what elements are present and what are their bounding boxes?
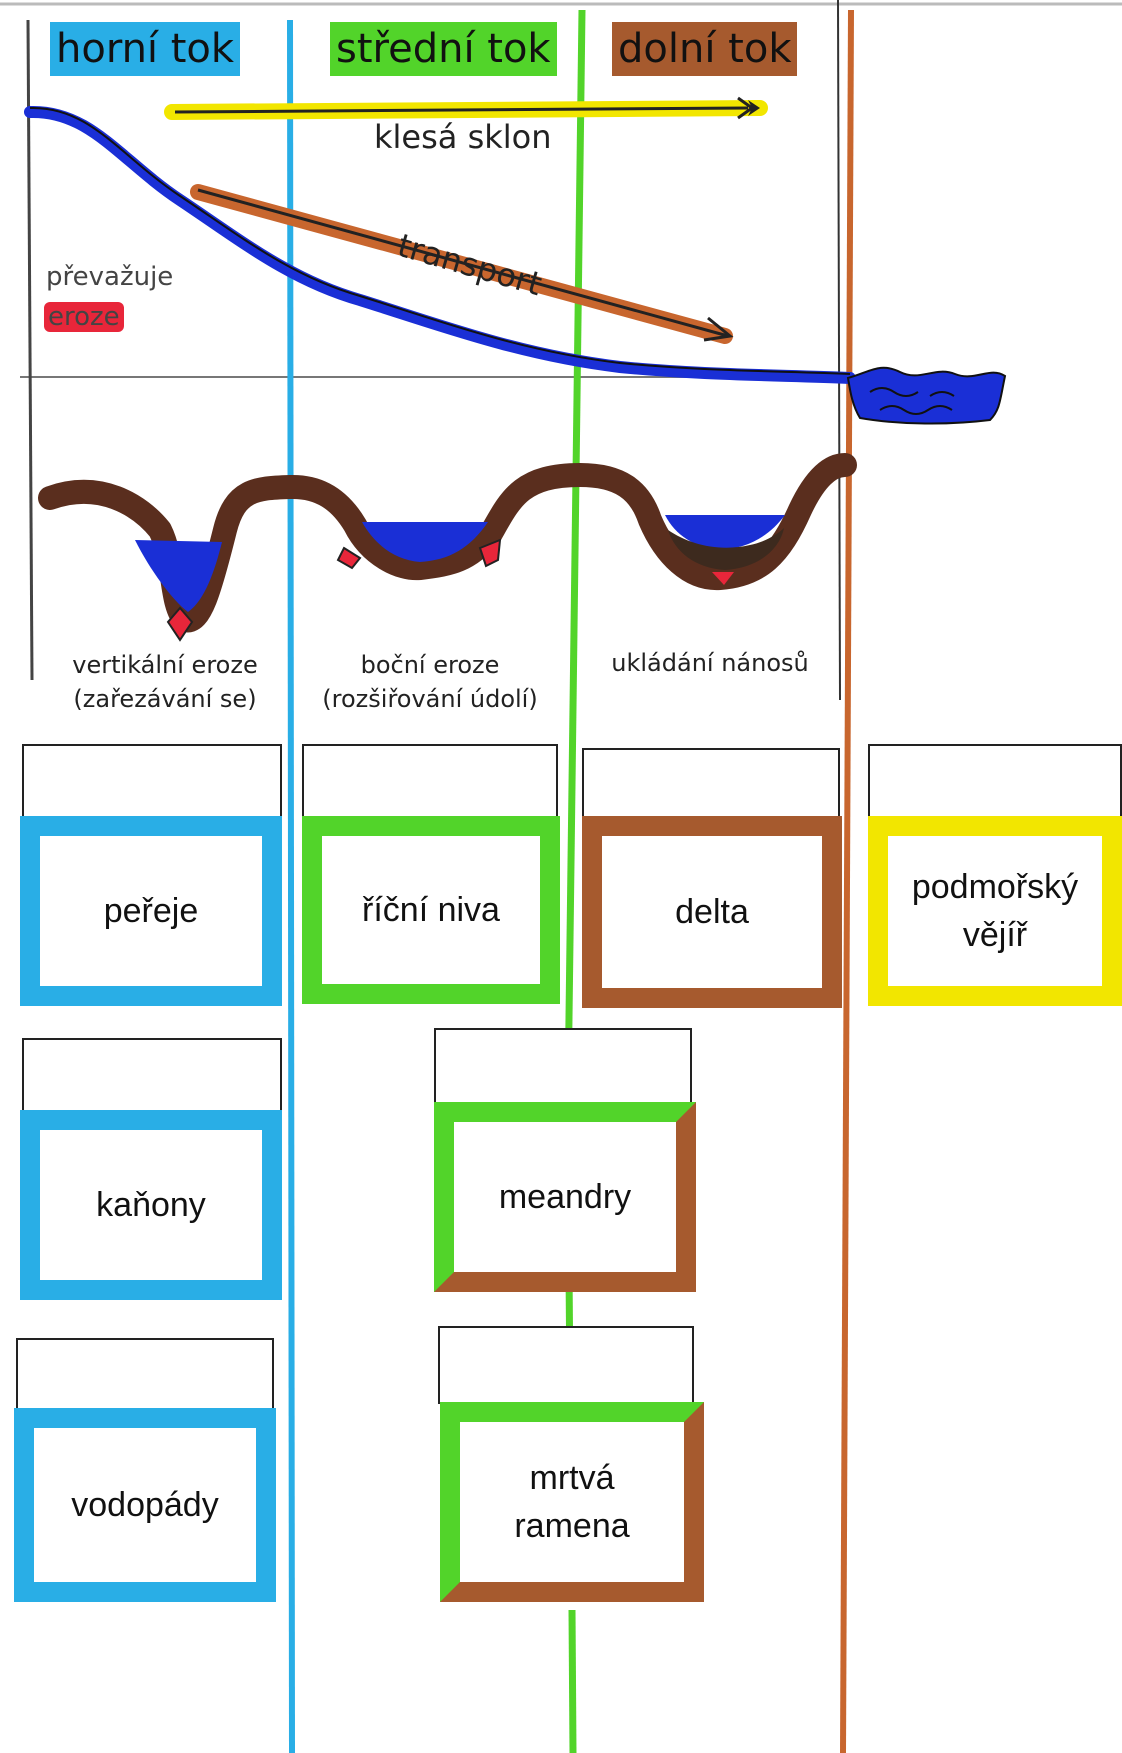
river-profile — [24, 105, 856, 384]
caption-vertical-erosion-line2: (zařezávání se) — [73, 685, 257, 713]
card-meandry: meandry — [434, 1102, 696, 1292]
card-tab-kanony — [22, 1038, 282, 1110]
lower-valley-water — [665, 515, 785, 550]
divider-upper-middle — [287, 19, 295, 1753]
vertical-erosion-marker — [166, 606, 194, 642]
card-mrtva-ramena: mrtvá ramena — [440, 1402, 704, 1602]
deposition-marker — [712, 572, 734, 585]
left-border — [26, 19, 34, 681]
divider-lower-sea-ink — [837, 0, 841, 701]
card-tab-niva — [302, 744, 558, 816]
card-perej: peřeje — [20, 816, 282, 1006]
lower-valley-sediment — [668, 528, 784, 570]
header-upper-course: horní tok — [50, 22, 241, 76]
caption-lateral-erosion-line2: (rozšiřování údolí) — [322, 685, 538, 713]
caption-deposition: ukládání nánosů — [590, 646, 830, 680]
prevails-label: převažuje — [46, 262, 174, 292]
card-tab-mrtva-ramena — [438, 1326, 694, 1404]
card-vodopady: vodopády — [14, 1408, 276, 1602]
divider-middle-lower — [564, 9, 586, 1096]
divider-lower-sea — [840, 9, 854, 1753]
erosion-label: eroze — [44, 302, 124, 332]
card-tab-perej — [22, 744, 282, 816]
card-tab-vodopady — [16, 1338, 274, 1408]
river-profile-ink — [29, 106, 851, 375]
caption-vertical-erosion-line1: vertikální eroze — [72, 651, 258, 679]
lateral-erosion-marker-left — [336, 546, 362, 570]
sea-waves — [869, 387, 955, 415]
slope-arrow-line — [174, 106, 749, 114]
card-vejir: podmořský vějíř — [868, 816, 1122, 1006]
caption-lateral-erosion: boční eroze (rozšiřování údolí) — [300, 648, 560, 716]
divider-middle-lower-segment3 — [568, 1609, 577, 1753]
upper-valley-water — [135, 540, 222, 612]
caption-deposition-line1: ukládání nánosů — [611, 649, 809, 677]
header-middle-course: střední tok — [330, 22, 557, 76]
header-lower-course: dolní tok — [612, 22, 798, 76]
lateral-erosion-marker-right — [478, 538, 502, 568]
slope-label: klesá sklon — [374, 118, 552, 156]
card-tab-meandry — [434, 1028, 692, 1102]
caption-vertical-erosion: vertikální eroze (zařezávání se) — [40, 648, 290, 716]
slope-arrow-chevron — [737, 96, 755, 120]
transport-arrow-line — [197, 188, 729, 338]
card-tab-delta — [582, 748, 840, 816]
transport-arrow-head — [703, 316, 734, 342]
card-delta: delta — [582, 816, 842, 1008]
card-kanony: kaňony — [20, 1110, 282, 1300]
sea-water — [846, 366, 1007, 425]
card-niva: říční niva — [302, 816, 560, 1004]
caption-lateral-erosion-line1: boční eroze — [360, 651, 500, 679]
card-tab-vejir — [868, 744, 1122, 816]
middle-valley-water — [362, 522, 488, 562]
